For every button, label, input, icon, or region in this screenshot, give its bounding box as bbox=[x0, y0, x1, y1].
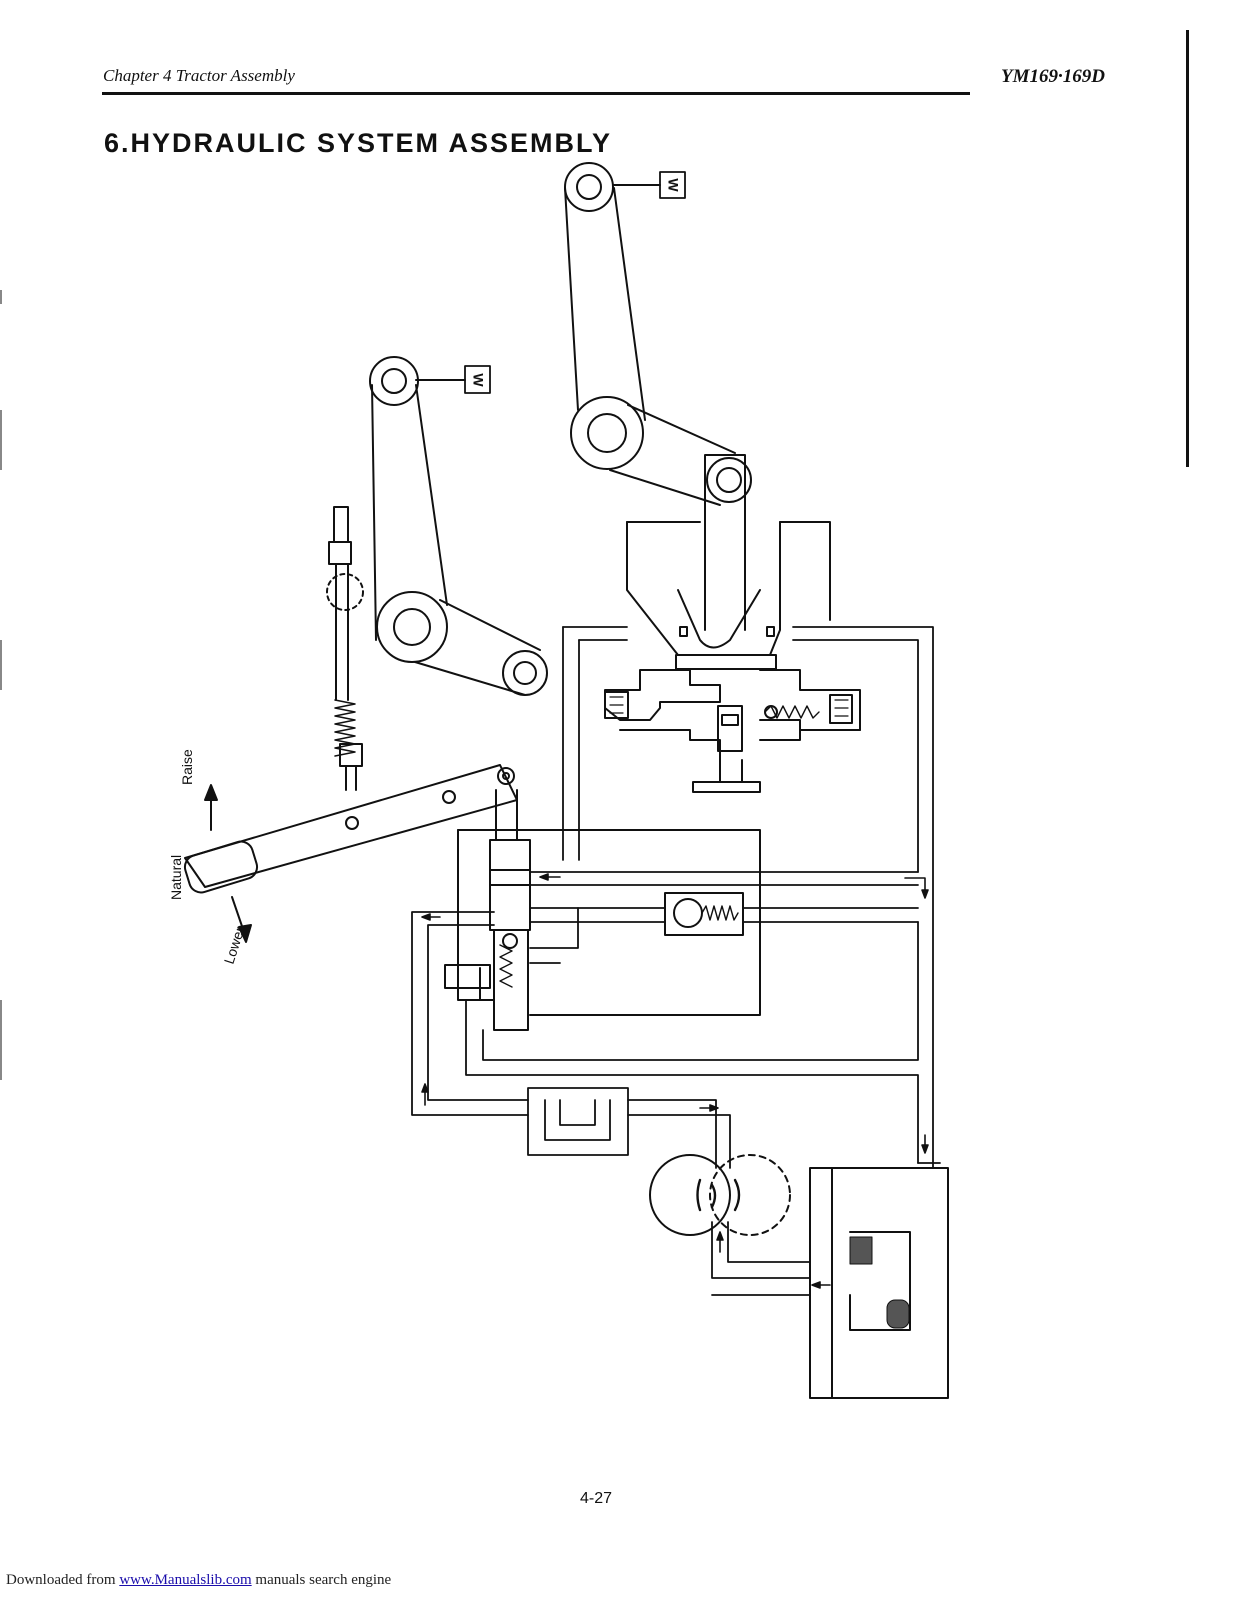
check-valve-block bbox=[604, 669, 861, 793]
marker-glyph: W bbox=[470, 373, 486, 387]
footer-suffix: manuals search engine bbox=[251, 1572, 392, 1588]
manualslib-link[interactable]: www.Manualslib.com bbox=[119, 1572, 252, 1588]
relief-valve bbox=[664, 892, 744, 936]
lower-label: Lower bbox=[221, 924, 248, 966]
download-footer: Downloaded from www.Manualslib.com manua… bbox=[6, 1572, 391, 1589]
feedback-rod bbox=[326, 506, 364, 791]
lower-lift-arm: W bbox=[369, 356, 548, 696]
page-edge-bar bbox=[1186, 30, 1189, 467]
scan-tick bbox=[0, 1000, 2, 1080]
lift-cylinder bbox=[626, 454, 831, 670]
natural-label: Natural bbox=[168, 855, 184, 900]
gear-pump bbox=[649, 1154, 791, 1236]
scan-tick bbox=[0, 410, 2, 470]
model-header: YM169·169D bbox=[1001, 66, 1105, 87]
marker-glyph: W bbox=[665, 178, 681, 192]
chapter-header: Chapter 4 Tractor Assembly bbox=[103, 66, 295, 85]
section-title: 6.HYDRAULIC SYSTEM ASSEMBLY bbox=[104, 128, 613, 158]
upper-lift-arm: W bbox=[564, 162, 752, 506]
header-rule bbox=[102, 92, 970, 95]
page-number: 4-27 bbox=[580, 1490, 613, 1507]
oil-reservoir bbox=[809, 1167, 949, 1399]
lever-arrows bbox=[204, 784, 252, 943]
scan-tick bbox=[0, 640, 2, 690]
raise-label: Raise bbox=[179, 749, 195, 785]
flow-arrows bbox=[421, 873, 929, 1289]
scan-tick bbox=[0, 290, 2, 304]
footer-prefix: Downloaded from bbox=[6, 1572, 120, 1588]
hydraulic-lines bbox=[411, 626, 941, 1296]
